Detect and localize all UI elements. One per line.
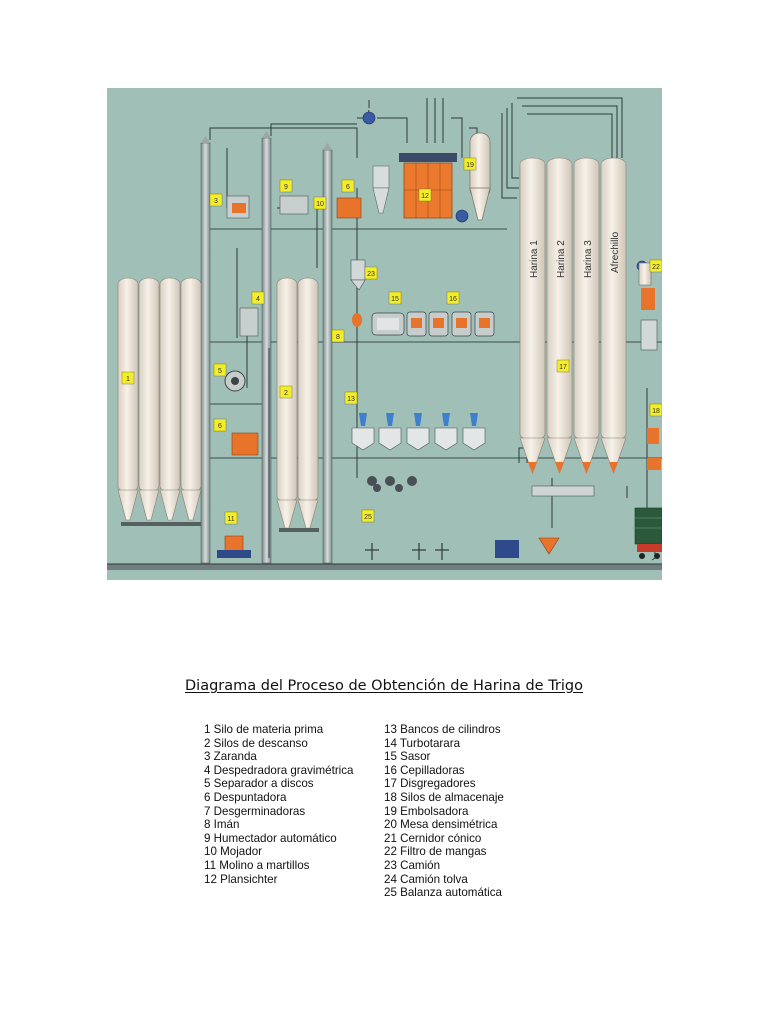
legend-item: 22 Filtro de mangas (384, 845, 487, 859)
legend-item: 3 Zaranda (204, 750, 257, 764)
right-equipment (638, 262, 661, 470)
floor-outlets (365, 543, 449, 560)
number-tag: 3 (214, 198, 218, 205)
number-tag: 2 (284, 390, 288, 397)
rest-silos (276, 277, 319, 532)
legend-item: 12 Plansichter (204, 872, 278, 886)
silo-label: Harina 1 (529, 240, 540, 278)
number-tag: 22 (652, 264, 660, 271)
legend-item: 5 Separador a discos (204, 777, 314, 791)
legend-item: 6 Despuntadora (204, 790, 287, 804)
legend-item: 20 Mesa densimétrica (384, 818, 498, 832)
number-tag: 11 (227, 516, 234, 523)
cyclone (372, 165, 390, 214)
number-tag: 6 (218, 423, 222, 430)
number-tag: 10 (316, 201, 324, 208)
ground-floor (107, 564, 662, 570)
number-tag: 19 (466, 162, 474, 169)
silo-label: Harina 3 (583, 240, 594, 278)
number-tag: 16 (449, 296, 457, 303)
number-tag: 18 (652, 408, 660, 415)
legend-item: 11 Molino a martillos (204, 858, 310, 872)
legend-item: 1 Silo de materia prima (204, 723, 324, 736)
detachers (367, 476, 417, 492)
legend-item: 19 Embolsadora (384, 804, 469, 818)
storage-silos (519, 157, 627, 474)
legend-item: 13 Bancos de cilindros (384, 723, 501, 736)
number-tag: 15 (391, 296, 399, 303)
legend-item: 15 Sasor (384, 750, 431, 764)
number-tag: 8 (336, 334, 340, 341)
plansichter (399, 153, 457, 219)
storage-silo-labels: Harina 1 Harina 2 Harina 3 Afrechillo (529, 231, 621, 278)
legend-item: 23 Camión (384, 858, 441, 872)
number-tag: 25 (364, 514, 372, 521)
silo-label: Harina 2 (556, 240, 567, 278)
number-tag: 17 (559, 364, 567, 371)
legend-item: 2 Silos de descanso (204, 736, 308, 750)
legend-item: 18 Silos de almacenaje (384, 790, 504, 804)
number-tag: 6 (346, 184, 350, 191)
legend-item: 9 Humectador automático (204, 831, 337, 845)
number-tag: 9 (284, 184, 288, 191)
legend-item: 24 Camión tolva (384, 872, 468, 886)
raw-material-silos (117, 277, 202, 526)
legend-item: 14 Turbotarara (384, 736, 461, 750)
number-tag: 23 (367, 271, 375, 278)
legend-item: 21 Cernidor cónico (384, 831, 482, 845)
number-tag: 1 (126, 376, 130, 383)
legend-item: 8 Imán (204, 818, 240, 832)
number-tag: 5 (218, 368, 222, 375)
bagging-area (495, 485, 662, 559)
legend-item: 25 Balanza automática (384, 886, 502, 900)
diagram-title: Diagrama del Proceso de Obtención de Har… (185, 678, 583, 694)
legend-item: 10 Mojador (204, 845, 263, 859)
number-tag: 13 (347, 396, 355, 403)
silo-label: Afrechillo (610, 231, 621, 273)
number-tag: 4 (256, 296, 260, 303)
automatic-scale (350, 259, 366, 327)
purifier-and-brushers (371, 311, 495, 337)
roller-mills (351, 413, 486, 451)
cleaning-machines (217, 195, 362, 558)
legend-item: 17 Disgregadores (384, 777, 476, 791)
legend-item: 4 Despedradora gravimétrica (204, 763, 354, 777)
legend-item: 7 Desgerminadoras (204, 804, 306, 818)
number-tag: 12 (421, 193, 429, 200)
legend-item: 16 Cepilladoras (384, 763, 465, 777)
bucket-elevators (200, 131, 333, 564)
sleeve-filter (469, 132, 491, 221)
